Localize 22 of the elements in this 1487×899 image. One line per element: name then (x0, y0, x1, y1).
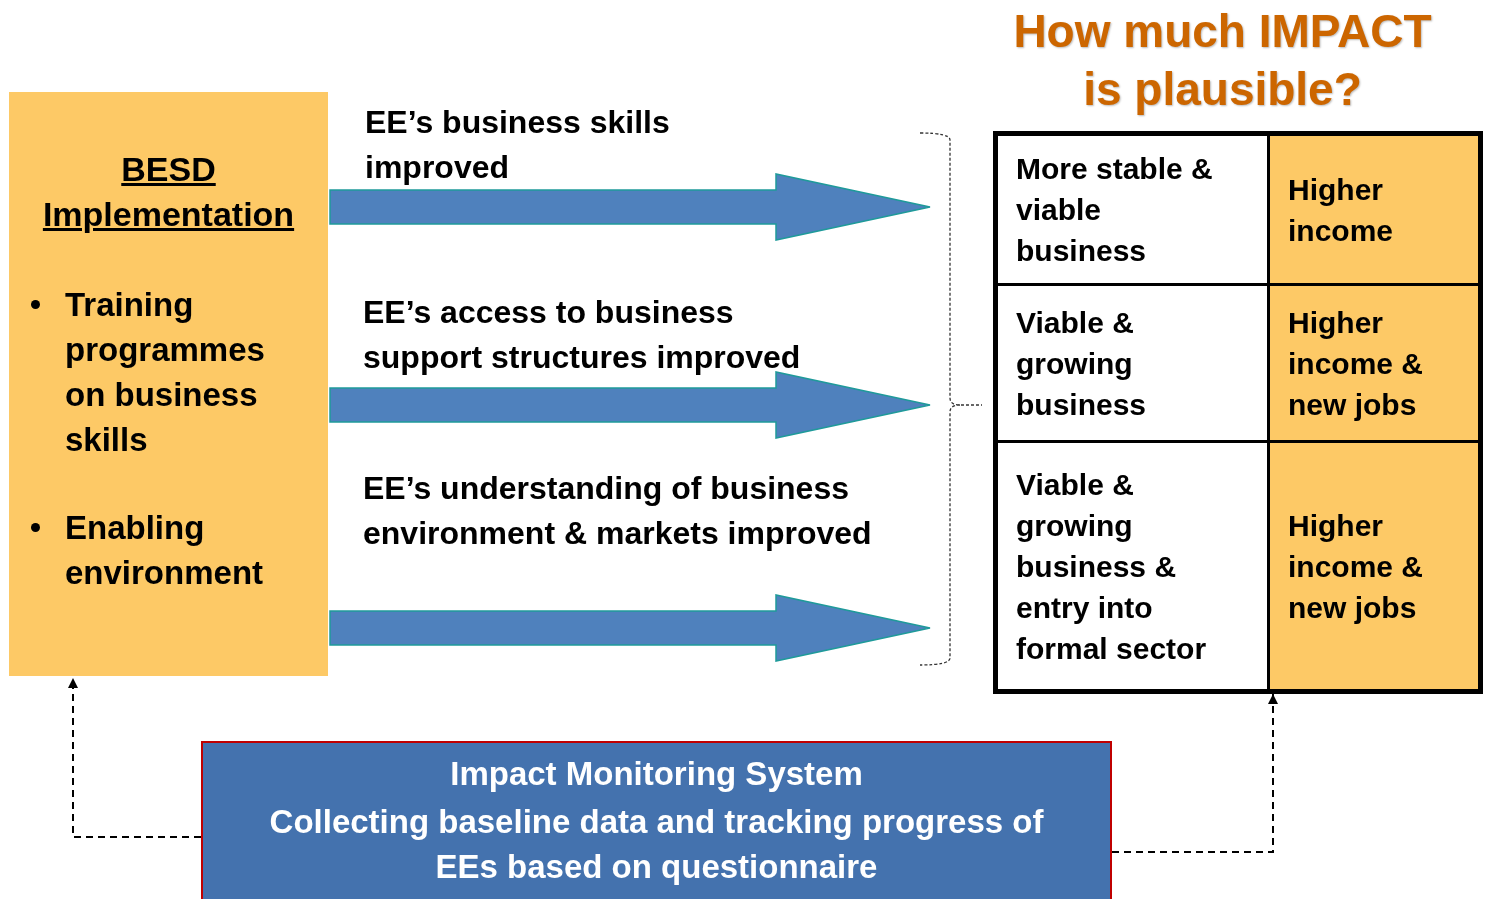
box-heading: Impact Monitoring System (449, 754, 864, 794)
table-cell: Viable & growing business (998, 286, 1270, 443)
edge-label: EE’s business skills improved (365, 103, 671, 187)
block-arrow (329, 371, 931, 439)
block-arrow (329, 594, 931, 662)
table-cell: More stable & viable business (998, 136, 1270, 286)
table-cell: Higher income (1270, 136, 1478, 286)
block-arrow (329, 173, 931, 241)
implementation-panel (9, 92, 328, 676)
title: How much IMPACT is plausible? (1012, 4, 1433, 117)
dashed-arrow (68, 677, 202, 838)
panel-heading: BESD Implementation (41, 149, 296, 235)
edge-label: EE’s understanding of business environment & markets improved (363, 469, 873, 553)
bullet-text: Enabling environment (65, 508, 265, 593)
dashed-arrow (1111, 693, 1278, 853)
edge-label: EE’s access to business support structures improved (363, 293, 802, 377)
bullet-text: Training programmes on business skills (65, 285, 266, 460)
box-text: Collecting baseline data and tracking progress of EEs based on questionnaire (268, 802, 1045, 887)
monitoring-box (201, 741, 1112, 899)
table-cell: Higher income & new jobs (1270, 443, 1478, 689)
impact-table (993, 131, 1483, 694)
table-cell: Higher income & new jobs (1270, 286, 1478, 443)
